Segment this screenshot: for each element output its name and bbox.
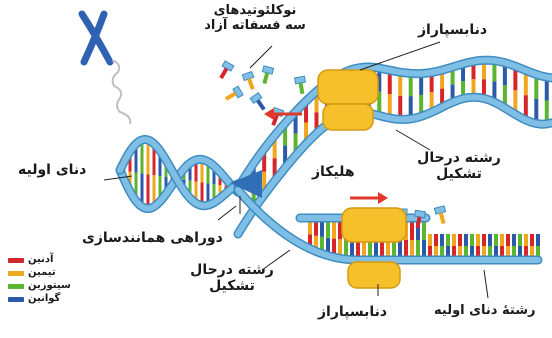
dna-polymerase-top-label: دنابسپاراز (418, 22, 487, 38)
original-dna-label: دنای اولیه (18, 162, 86, 178)
legend-item-adenine: آدنین (6, 254, 76, 267)
free-nucleotide (295, 76, 308, 94)
legend-swatch (8, 297, 24, 302)
new-strand-bottom-line1: رشته درحال (172, 262, 292, 278)
legend-label: آدنین (28, 254, 53, 265)
legend-swatch (8, 271, 24, 276)
helicase-label: هلیکاز (312, 164, 355, 180)
new-strand-bottom-line2: تشکیل (172, 278, 292, 294)
new-strand-bottom-label: رشته درحال تشکیل (172, 262, 292, 294)
legend-label: تیمین (28, 267, 56, 278)
new-strand-top-line1: رشته درحال (404, 150, 514, 166)
free-nucleotide (260, 66, 274, 85)
new-strand-top-line2: تشکیل (404, 166, 514, 182)
new-strand-top-label: رشته درحال تشکیل (404, 150, 514, 182)
free-nucleotide (242, 71, 257, 90)
legend: آدنین تیمین سیتوزین گوانین (6, 254, 76, 306)
free-nucleotide (250, 93, 268, 113)
chromatin-coil-icon (112, 60, 130, 124)
legend-swatch (8, 284, 24, 289)
replication-fork-label: دوراهی همانندسازی (82, 230, 223, 246)
legend-swatch (8, 258, 24, 263)
legend-label: سیتوزین (28, 280, 71, 291)
direction-arrow-bottom (350, 192, 388, 204)
legend-item-guanine: گوانین (6, 293, 76, 306)
legend-item-thymine: تیمین (6, 267, 76, 280)
chromosome-icon (82, 14, 110, 62)
free-nucleotide (434, 206, 448, 225)
legend-label: گوانین (28, 293, 60, 304)
dna-polymerase-bottom-label: دنابسپاراز (318, 304, 387, 320)
original-strand-label: رشتۀ دنای اولیه (434, 304, 535, 319)
dna-polymerase-top-icon (318, 70, 378, 130)
free-nucleotide (217, 61, 234, 81)
free-nucleotides-label: نوکلئوتیدهای سه فسفاته آزاد (180, 4, 330, 34)
free-nucleotide (223, 86, 243, 103)
free-nucleotides-line1: نوکلئوتیدهای (180, 4, 330, 19)
free-nucleotides-line2: سه فسفاته آزاد (180, 19, 330, 34)
legend-item-cytosine: سیتوزین (6, 280, 76, 293)
